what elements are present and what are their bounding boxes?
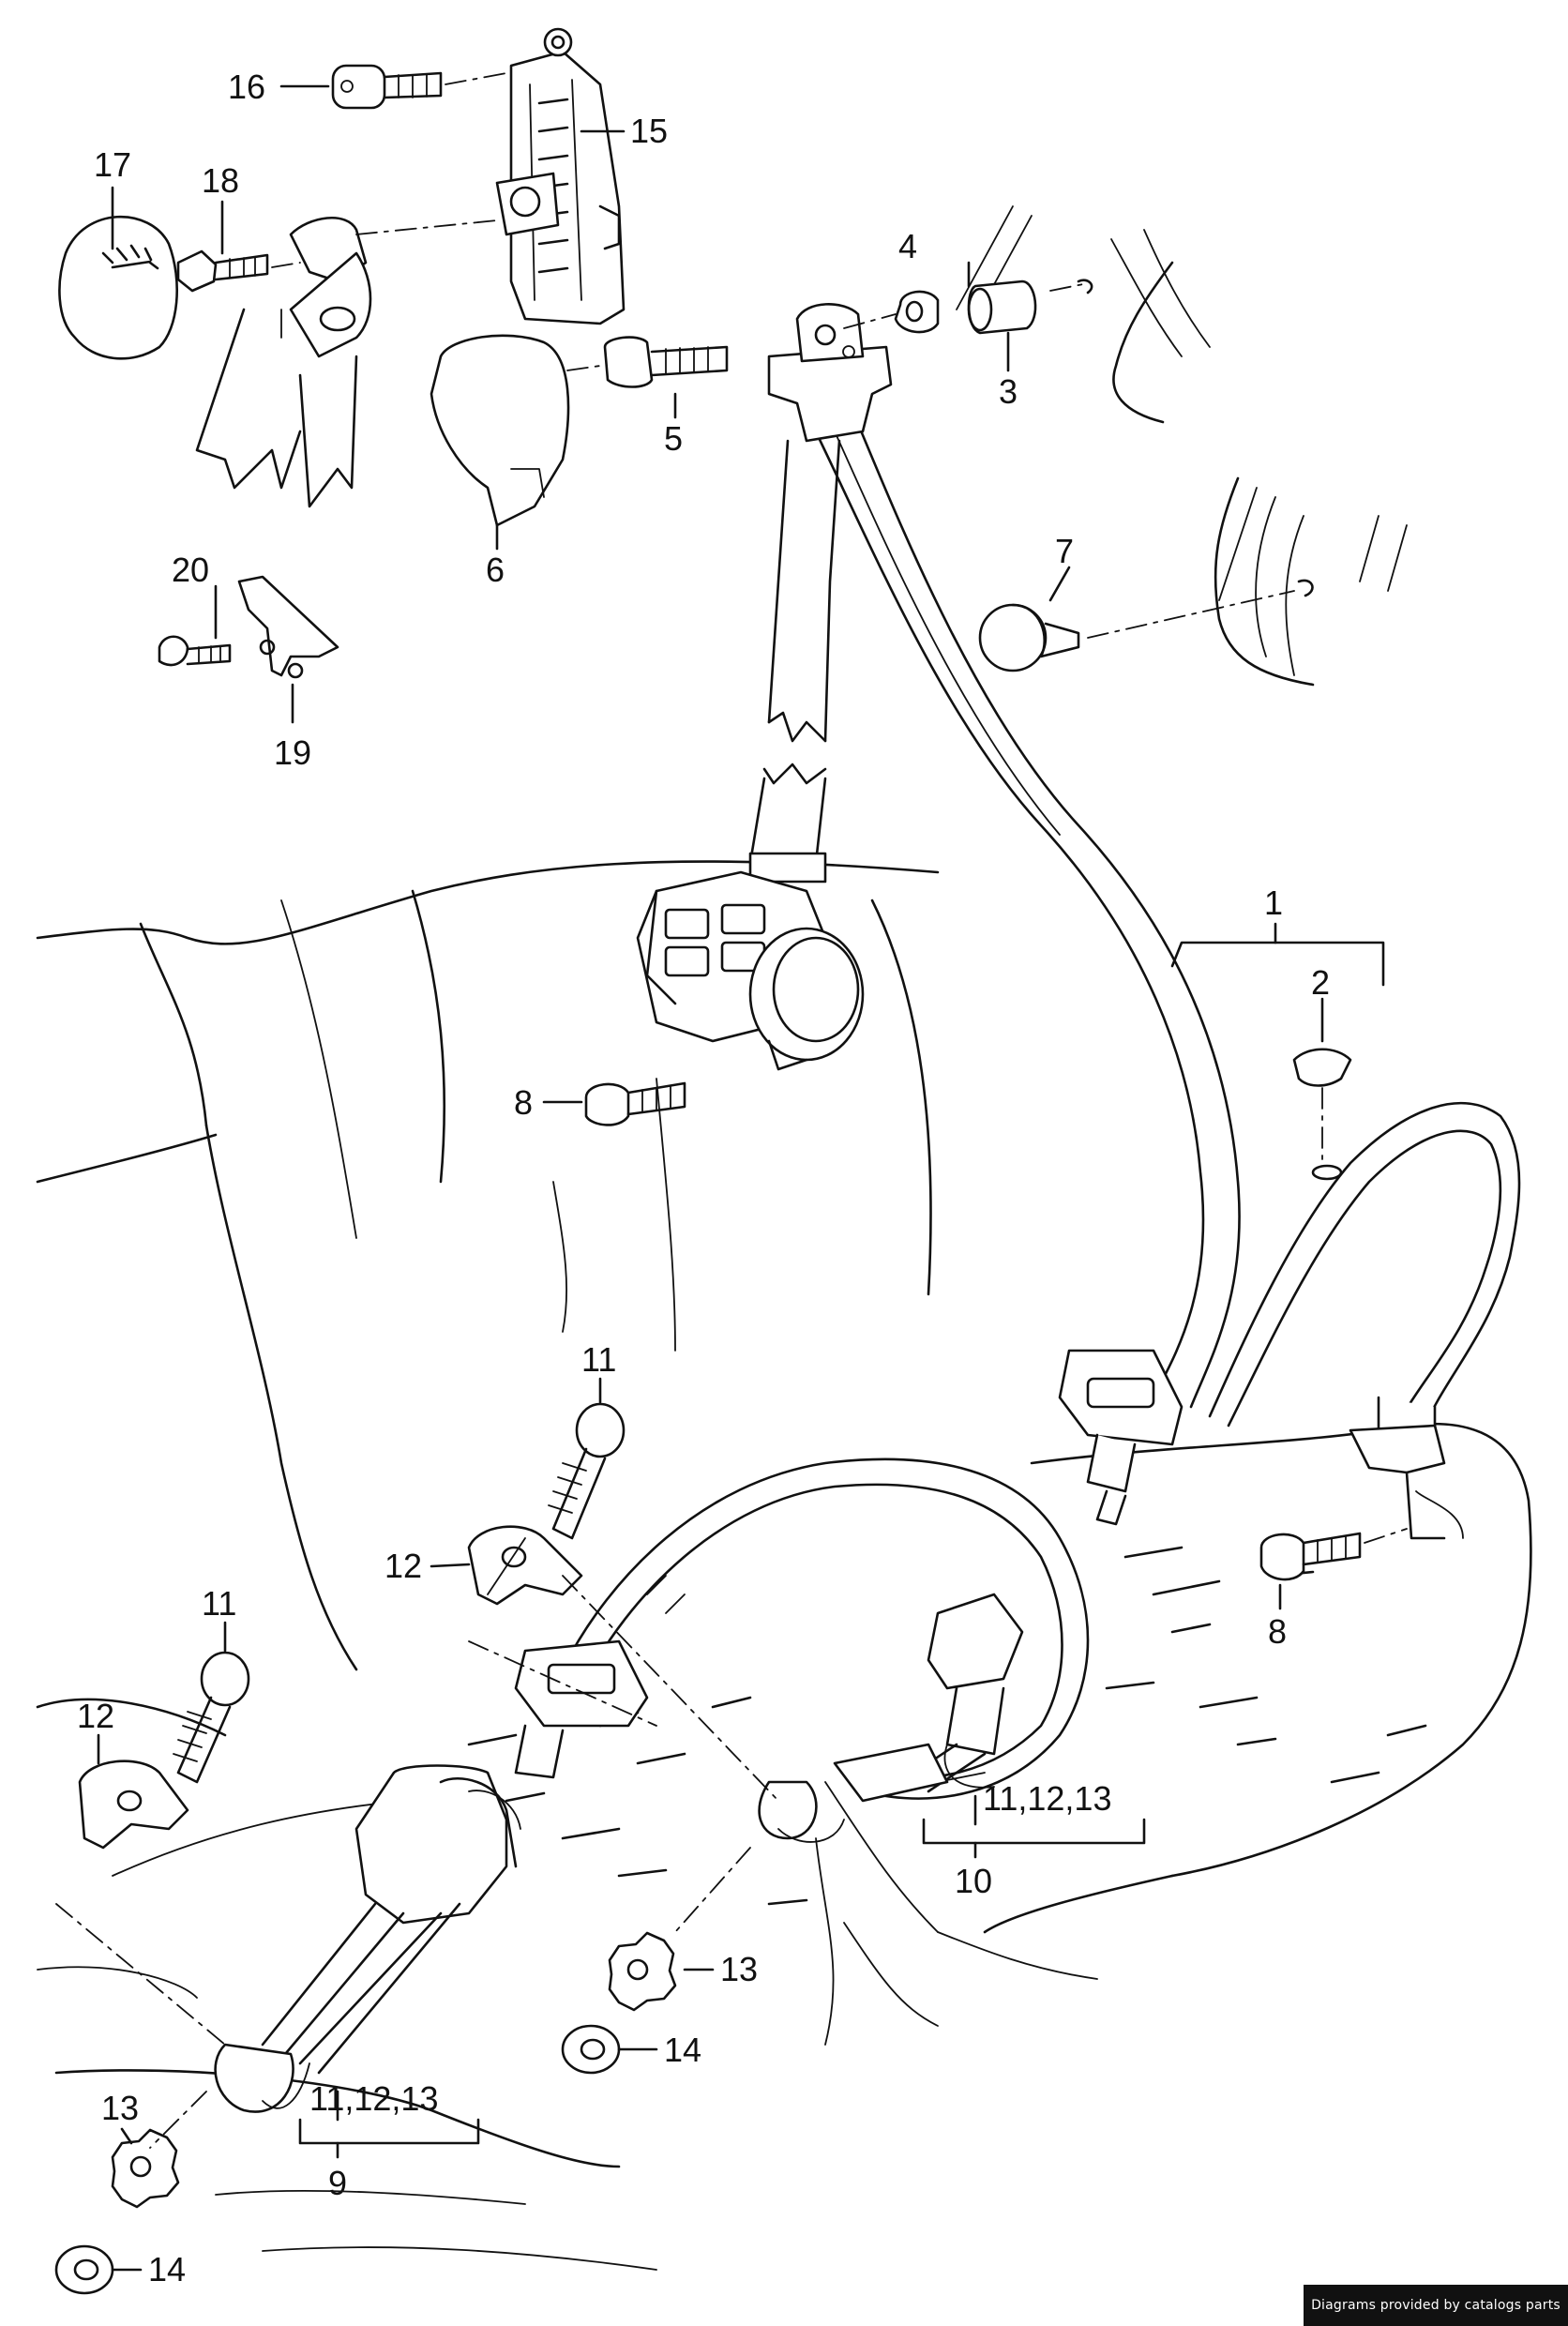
callout-4: 4 [898, 227, 917, 265]
callout-11-upper: 11 [581, 1340, 616, 1379]
callout-14-left: 14 [148, 2250, 186, 2288]
rear-seat-outline [36, 205, 1532, 2271]
callout-13-right: 13 [720, 1950, 758, 1988]
callout-9: 9 [328, 2164, 347, 2202]
callout-15: 15 [630, 112, 668, 150]
callout-1: 1 [1264, 884, 1283, 922]
callout-6: 6 [486, 551, 505, 589]
callout-9-subparts: 11,12,13 [309, 2079, 438, 2118]
callout-8-upper: 8 [514, 1083, 533, 1122]
callout-labels: 1 2 3 4 5 6 7 8 8 9 10 11 11 12 12 13 13… [77, 68, 1330, 2288]
callout-13-left: 13 [101, 2089, 139, 2127]
callout-19: 19 [274, 733, 311, 772]
callout-8-lower: 8 [1268, 1612, 1287, 1651]
lap-belts-and-buckles [214, 1458, 1090, 2113]
callout-12-upper: 12 [384, 1547, 422, 1585]
callout-14-right: 14 [664, 2031, 701, 2069]
retractor [636, 852, 865, 1071]
callout-11-lower: 11 [202, 1584, 236, 1623]
callout-16: 16 [228, 68, 265, 106]
callout-7: 7 [1055, 532, 1074, 570]
leader-lines [97, 84, 1385, 2272]
callout-17: 17 [94, 145, 131, 184]
callout-10: 10 [955, 1862, 992, 1900]
upper-anchor-parts [54, 27, 1408, 2295]
callout-10-subparts: 11,12,13 [983, 1779, 1111, 1818]
callout-3: 3 [999, 372, 1018, 411]
callout-2: 2 [1311, 963, 1330, 1002]
credit-banner: Diagrams provided by catalogs parts [1304, 2285, 1568, 2326]
shoulder-belt [748, 303, 1521, 1540]
callout-5: 5 [664, 419, 683, 458]
callout-18: 18 [202, 161, 239, 200]
callout-20: 20 [172, 551, 209, 589]
callout-12-lower: 12 [77, 1697, 114, 1735]
